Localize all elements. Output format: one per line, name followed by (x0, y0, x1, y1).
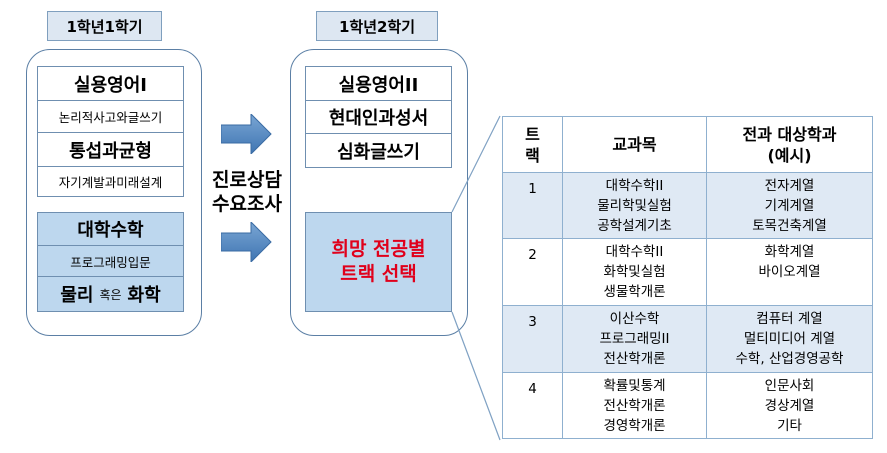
track-courses: 대학수학II 물리학및실험 공학설계기초 (562, 172, 707, 239)
or-connector: 혹은 (99, 287, 122, 302)
course-item: 대학수학II (605, 178, 664, 194)
department-item: 바이오계열 (758, 264, 821, 280)
track-number: 2 (502, 238, 563, 306)
header-courses: 교과목 (562, 116, 707, 173)
header-departments-line2: (예시) (767, 145, 812, 165)
career-counseling-label: 진로상담 수요조사 (204, 168, 290, 216)
course-item: 대학수학II (605, 244, 664, 260)
course-integration-balance: 통섭과균형 (37, 133, 184, 167)
track-departments: 컴퓨터 계열 멀티미디어 계열 수학, 산업경영공학 (706, 305, 873, 373)
highlight-line-2: 트랙 선택 (340, 263, 417, 285)
major-track-selection-box: 희망 전공별 트랙 선택 (305, 212, 452, 312)
label-line-2: 수요조사 (212, 193, 282, 215)
semester2-title: 1학년2학기 (316, 11, 438, 41)
department-item: 기계계열 (764, 198, 815, 214)
course-physics: 물리 (60, 285, 94, 306)
track-departments: 전자계열 기계계열 토목건축계열 (706, 172, 873, 239)
track-number: 1 (502, 172, 563, 239)
track-courses: 확률및통계 전산학개론 경영학개론 (562, 372, 707, 439)
department-item: 인문사회 (764, 378, 815, 394)
course-practical-english-1: 실용영어I (37, 66, 184, 101)
track-courses: 이산수학 프로그래밍II 전산학개론 (562, 305, 707, 373)
table-row: 2 대학수학II 화학및실험 생물학개론 화학계열 바이오계열 (502, 238, 873, 306)
table-row: 1 대학수학II 물리학및실험 공학설계기초 전자계열 기계계열 토목건축계열 (502, 172, 873, 239)
course-item: 화학및실험 (603, 264, 666, 280)
semester2-core-courses: 실용영어II 현대인과성서 심화글쓰기 (305, 66, 452, 168)
track-table: 트랙 교과목 전과 대상학과 (예시) 1 대학수학II 물리학및실험 공학설계… (502, 116, 873, 439)
department-item: 컴퓨터 계열 (756, 311, 823, 327)
track-departments: 인문사회 경상계열 기타 (706, 372, 873, 439)
course-self-development: 자기계발과미래설계 (37, 167, 184, 197)
course-item: 전산학개론 (603, 398, 666, 414)
table-row: 3 이산수학 프로그래밍II 전산학개론 컴퓨터 계열 멀티미디어 계열 수학,… (502, 305, 873, 373)
course-item: 경영학개론 (603, 418, 666, 434)
track-number: 4 (502, 372, 563, 439)
header-track: 트랙 (502, 116, 563, 173)
arrow-right-icon (221, 114, 273, 154)
course-intro-programming: 프로그래밍입문 (37, 246, 184, 277)
course-calculus: 대학수학 (37, 212, 184, 246)
course-logical-thinking-writing: 논리적사고와글쓰기 (37, 101, 184, 133)
course-item: 전산학개론 (603, 351, 666, 367)
semester1-track-courses: 대학수학 프로그래밍입문 물리 혹은 화학 (37, 212, 184, 312)
course-item: 확률및통계 (603, 378, 666, 394)
track-number: 3 (502, 305, 563, 373)
department-item: 토목건축계열 (752, 218, 827, 234)
course-item: 프로그래밍II (599, 331, 670, 347)
course-advanced-writing: 심화글쓰기 (305, 134, 452, 168)
track-courses: 대학수학II 화학및실험 생물학개론 (562, 238, 707, 306)
label-line-1: 진로상담 (212, 169, 282, 191)
department-item: 화학계열 (764, 244, 815, 260)
department-item: 기타 (777, 418, 802, 434)
course-chemistry: 화학 (127, 285, 161, 306)
highlight-line-1: 희망 전공별 (331, 238, 426, 260)
arrow-right-icon (221, 222, 273, 262)
header-departments-line1: 전과 대상학과 (742, 124, 837, 144)
track-departments: 화학계열 바이오계열 (706, 238, 873, 306)
course-modern-people-bible: 현대인과성서 (305, 101, 452, 134)
course-physics-or-chemistry: 물리 혹은 화학 (37, 277, 184, 312)
header-departments: 전과 대상학과 (예시) (706, 116, 873, 173)
department-item: 멀티미디어 계열 (743, 331, 836, 347)
course-item: 물리학및실험 (597, 198, 672, 214)
department-item: 수학, 산업경영공학 (735, 351, 844, 367)
course-item: 생물학개론 (603, 284, 666, 300)
semester1-core-courses: 실용영어I 논리적사고와글쓰기 통섭과균형 자기계발과미래설계 (37, 66, 184, 197)
semester1-title: 1학년1학기 (47, 11, 162, 41)
course-practical-english-2: 실용영어II (305, 66, 452, 101)
department-item: 전자계열 (764, 178, 815, 194)
department-item: 경상계열 (764, 398, 815, 414)
table-row: 4 확률및통계 전산학개론 경영학개론 인문사회 경상계열 기타 (502, 372, 873, 439)
course-item: 이산수학 (609, 311, 660, 327)
course-item: 공학설계기초 (597, 218, 672, 234)
